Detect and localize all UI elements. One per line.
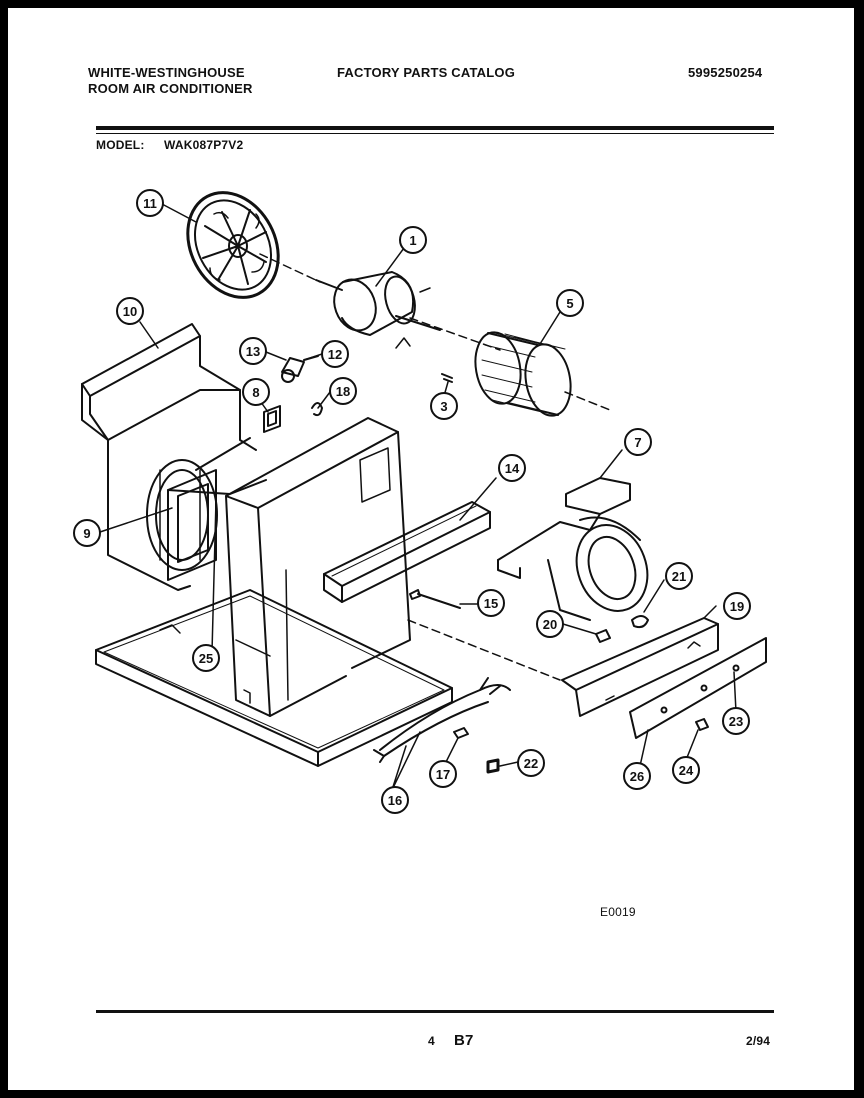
footer-rule (96, 1010, 774, 1013)
grommet-part (631, 615, 649, 629)
lock-nut (695, 718, 709, 731)
drain-tray (323, 501, 491, 603)
callout-21: 21 (672, 569, 686, 584)
fitting-assembly (281, 355, 319, 383)
header-rule-thin (96, 133, 774, 134)
callout-17: 17 (436, 767, 450, 782)
callout-10: 10 (123, 304, 137, 319)
callout-5: 5 (566, 296, 573, 311)
callout-1: 1 (409, 233, 416, 248)
drawing-code: E0019 (600, 905, 636, 919)
callout-25: 25 (199, 651, 213, 666)
strap-plate (629, 637, 767, 739)
catalog-number: 5995250254 (688, 65, 763, 80)
catalog-title: FACTORY PARTS CATALOG (337, 65, 516, 80)
model-value: WAK087P7V2 (164, 138, 244, 152)
blower-wheel (474, 331, 572, 417)
callout-20: 20 (543, 617, 557, 632)
inner-baffle (167, 469, 267, 581)
callout-3: 3 (440, 399, 447, 414)
clamp-part (595, 629, 611, 643)
brand-line-2: ROOM AIR CONDITIONER (88, 81, 253, 96)
mounting-bracket (561, 617, 719, 717)
callout-13: 13 (246, 344, 260, 359)
catalog-page (8, 8, 854, 1090)
callout-14: 14 (505, 461, 520, 476)
callout-22: 22 (524, 756, 538, 771)
callout-16: 16 (388, 793, 402, 808)
wire-harness (373, 677, 511, 763)
connector-17 (453, 727, 469, 739)
callout-7: 7 (634, 435, 641, 450)
base-pan (95, 589, 453, 767)
callout-23: 23 (729, 714, 743, 729)
callout-26: 26 (630, 769, 644, 784)
page-number: 4 (428, 1034, 435, 1048)
set-screw (441, 373, 453, 383)
callout-9: 9 (83, 526, 90, 541)
callout-15: 15 (484, 596, 498, 611)
callout-24: 24 (679, 763, 694, 778)
callout-19: 19 (730, 599, 744, 614)
callout-12: 12 (328, 347, 342, 362)
clip-22 (486, 758, 500, 774)
fan-motor (315, 271, 441, 349)
footer-date: 2/94 (746, 1034, 771, 1048)
wire-clip (311, 402, 323, 417)
callout-8: 8 (252, 385, 259, 400)
model-label: MODEL: (96, 138, 145, 152)
mounting-screw (409, 589, 461, 609)
small-bracket (263, 405, 281, 433)
blower-scroll (497, 477, 649, 621)
section-code: B7 (454, 1032, 474, 1049)
fan-blade-wheel (186, 191, 280, 299)
header-rule-thick (96, 126, 774, 130)
brand-line-1: WHITE-WESTINGHOUSE (88, 65, 245, 80)
callout-18: 18 (336, 384, 350, 399)
chassis-bulkhead (225, 417, 411, 717)
callout-11: 11 (143, 196, 157, 211)
